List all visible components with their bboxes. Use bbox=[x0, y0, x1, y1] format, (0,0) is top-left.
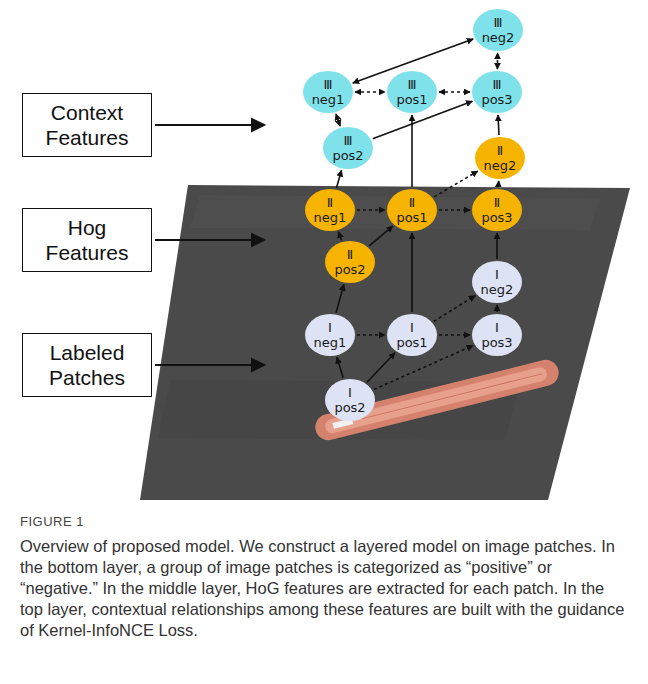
feature-node: Ⅰ pos2 bbox=[325, 379, 375, 421]
pointer-head bbox=[252, 119, 264, 131]
node-label: Ⅰ pos1 bbox=[396, 320, 427, 350]
relation-arrow bbox=[434, 171, 478, 197]
node-label: Ⅱ pos2 bbox=[334, 247, 365, 277]
feature-node: Ⅱ neg2 bbox=[475, 137, 525, 179]
layer-label-box: Labeled Patches bbox=[22, 333, 152, 397]
figure-number: FIGURE 1 bbox=[20, 514, 84, 529]
node-label: Ⅲ neg1 bbox=[312, 77, 345, 107]
relation-arrow bbox=[336, 284, 344, 312]
pointer-head bbox=[252, 359, 264, 371]
relation-arrow bbox=[337, 357, 343, 378]
relation-arrow bbox=[496, 305, 498, 312]
relation-arrow bbox=[497, 181, 499, 187]
relation-arrow bbox=[439, 334, 470, 336]
ship-line bbox=[362, 374, 542, 419]
feature-node: Ⅲ pos2 bbox=[323, 127, 373, 169]
relation-arrow bbox=[434, 296, 475, 322]
node-label: Ⅱ neg2 bbox=[484, 143, 517, 173]
feature-node: Ⅲ neg2 bbox=[473, 9, 523, 51]
image-plane bbox=[140, 185, 630, 500]
pointer-arrows bbox=[155, 119, 264, 371]
node-label: Ⅲ neg2 bbox=[482, 15, 515, 45]
feature-node: Ⅰ pos3 bbox=[472, 314, 522, 356]
feature-node: Ⅱ neg1 bbox=[305, 189, 355, 231]
relation-arrow bbox=[369, 226, 393, 246]
relation-arrow bbox=[411, 233, 413, 312]
node-label: Ⅲ pos3 bbox=[481, 77, 512, 107]
relation-arrow bbox=[338, 232, 341, 240]
feature-node: Ⅱ pos1 bbox=[387, 189, 437, 231]
relation-arrow bbox=[336, 114, 340, 126]
relation-arrow bbox=[439, 91, 470, 93]
node-label: Ⅲ pos2 bbox=[332, 133, 363, 163]
node-label: Ⅰ neg1 bbox=[314, 320, 347, 350]
node-label: Ⅱ pos1 bbox=[396, 195, 427, 225]
relation-arrow bbox=[367, 353, 395, 382]
relation-arrow bbox=[357, 334, 385, 336]
feature-node: Ⅰ pos1 bbox=[387, 314, 437, 356]
node-label: Ⅲ pos1 bbox=[396, 77, 427, 107]
relation-arrow bbox=[439, 209, 470, 211]
relation-arrow bbox=[496, 233, 498, 259]
relation-arrow bbox=[497, 53, 499, 69]
pointer-head bbox=[252, 234, 264, 246]
feature-node: Ⅲ pos3 bbox=[472, 71, 522, 113]
feature-node: Ⅰ neg2 bbox=[472, 261, 522, 303]
layer-label-box: Context Features bbox=[22, 93, 152, 157]
relation-arrow bbox=[498, 115, 499, 135]
relation-arrow bbox=[411, 115, 413, 187]
pointer-line bbox=[155, 364, 255, 366]
layer-name: Labeled Patches bbox=[31, 340, 143, 390]
layer-name: Context Features bbox=[31, 100, 143, 150]
feature-node: Ⅰ neg1 bbox=[305, 314, 355, 356]
ship bbox=[313, 357, 562, 443]
ship-hull bbox=[313, 357, 562, 443]
feature-node: Ⅱ pos3 bbox=[472, 189, 522, 231]
relation-arrow bbox=[357, 209, 385, 211]
pointer-line bbox=[155, 124, 255, 126]
relation-arrow bbox=[337, 170, 342, 187]
feature-node: Ⅲ neg1 bbox=[303, 71, 353, 113]
layer-name: Hog Features bbox=[31, 215, 143, 265]
ship-deck bbox=[324, 366, 549, 435]
figure-caption: Overview of proposed model. We construct… bbox=[20, 536, 628, 641]
layer-label-box: Hog Features bbox=[22, 208, 152, 272]
node-label: Ⅰ pos3 bbox=[481, 320, 512, 350]
node-label: Ⅰ neg2 bbox=[481, 267, 514, 297]
feature-node: Ⅱ pos2 bbox=[325, 241, 375, 283]
node-label: Ⅱ pos3 bbox=[481, 195, 512, 225]
node-label: Ⅱ neg1 bbox=[314, 195, 347, 225]
feature-node: Ⅲ pos1 bbox=[387, 71, 437, 113]
pointer-line bbox=[155, 239, 255, 241]
node-label: Ⅰ pos2 bbox=[334, 385, 365, 415]
relation-arrow bbox=[355, 91, 385, 93]
